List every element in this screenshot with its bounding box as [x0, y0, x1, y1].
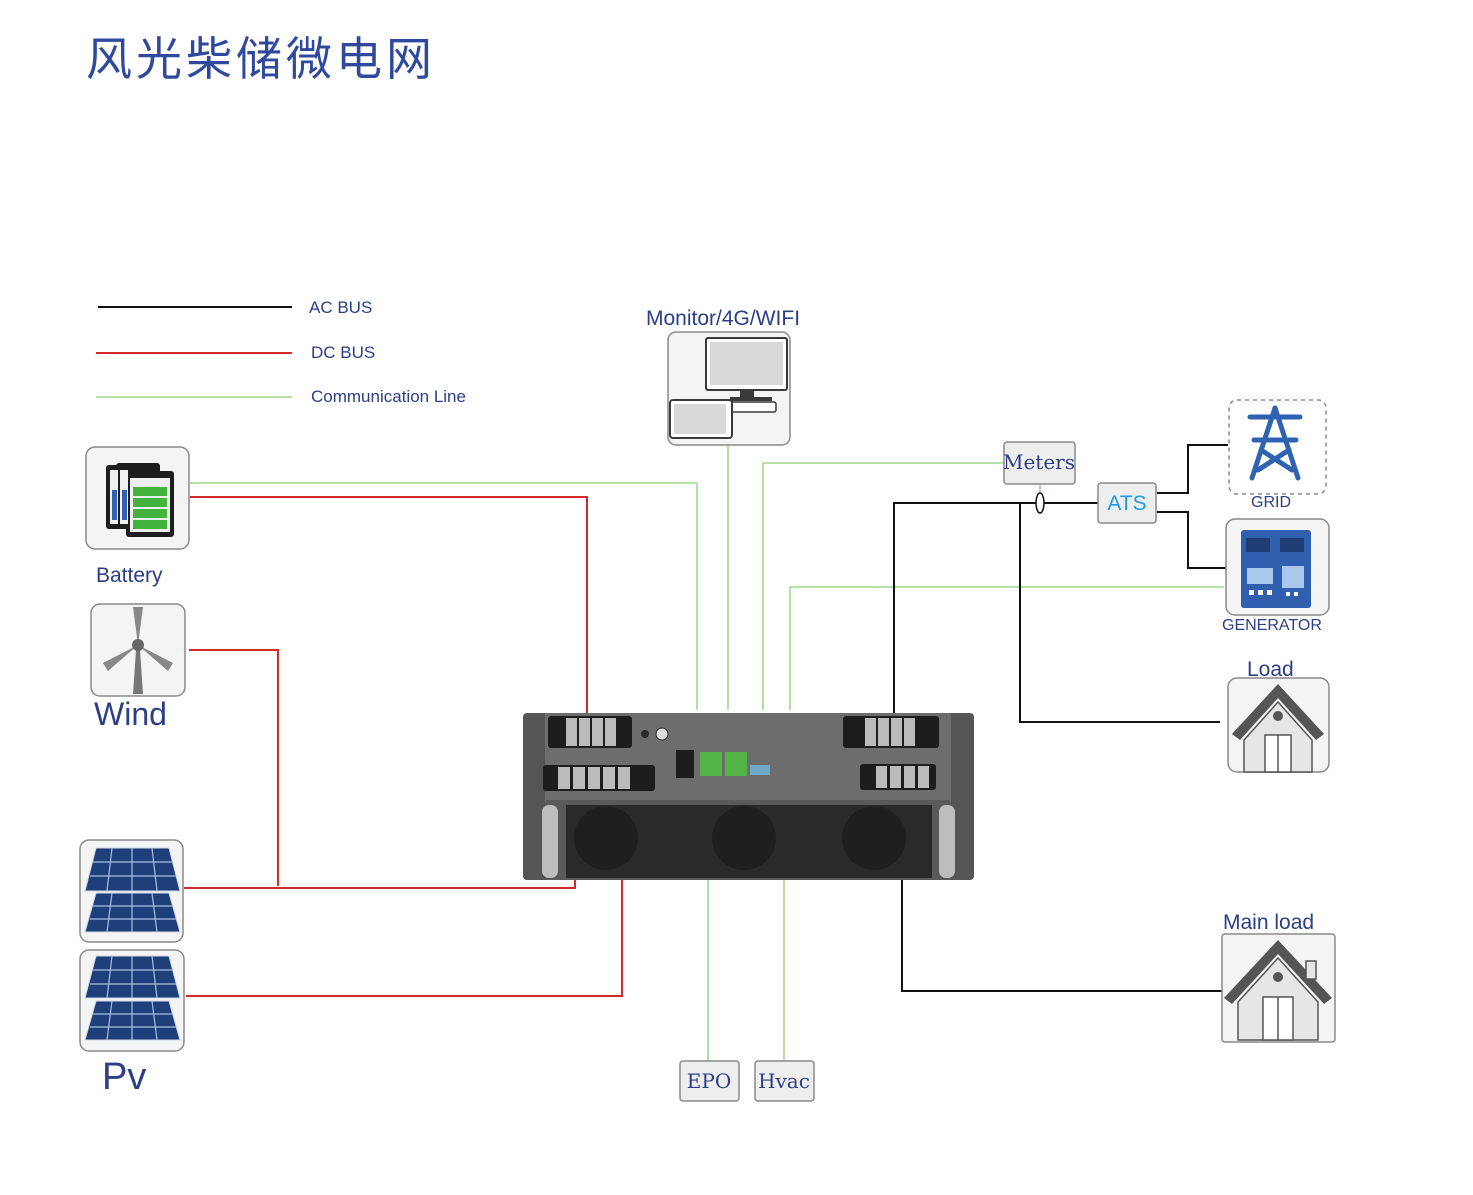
legend-comm-label: Communication Line: [311, 387, 466, 406]
ac-line-ats-generator: [1157, 511, 1226, 569]
grid-node: GRID: [1228, 399, 1327, 511]
dc-line-pv1: [184, 790, 576, 889]
hvac-node: Hvac: [754, 1060, 815, 1102]
ats-node: ATS: [1097, 482, 1157, 524]
monitor-icon: [669, 337, 788, 439]
wind-label: Wind: [94, 696, 167, 732]
solar-panel-icon: [84, 847, 181, 933]
house-icon: [1232, 684, 1324, 773]
comm-line-meters: [762, 462, 1004, 710]
wind-node: Wind: [90, 603, 186, 732]
main-load-node: Main load: [1221, 911, 1336, 1043]
transmission-tower-icon: [1247, 405, 1303, 481]
communication-lines: [190, 445, 1224, 1061]
load-node: Load: [1227, 658, 1330, 773]
comm-line-generator: [789, 586, 1224, 710]
generator-node: GENERATOR: [1222, 518, 1330, 634]
current-transformer-icon: [1035, 492, 1045, 514]
legend-dc-label: DC BUS: [311, 343, 375, 362]
ac-line-inverter-ats: [893, 502, 1098, 716]
battery-icon: [106, 463, 174, 537]
meters-label: Meters: [1003, 450, 1075, 474]
house-icon: [1224, 940, 1332, 1041]
page-title: 风光柴储微电网: [86, 32, 436, 86]
pv-label: Pv: [102, 1056, 146, 1098]
ac-line-load: [1019, 503, 1220, 723]
epo-node: EPO: [679, 1060, 740, 1102]
comm-line-battery: [190, 482, 698, 710]
wind-turbine-icon: [103, 607, 173, 694]
ats-box: [1097, 482, 1157, 524]
solar-panel-icon: [84, 955, 181, 1041]
load-label: Load: [1247, 658, 1294, 681]
dc-line-wind: [189, 649, 279, 886]
generator-label: GENERATOR: [1222, 617, 1322, 634]
legend: AC BUS DC BUS Communication Line: [96, 298, 466, 406]
epo-label: EPO: [687, 1069, 731, 1093]
grid-label: GRID: [1251, 494, 1291, 511]
epo-box: [679, 1060, 740, 1102]
main-load-label: Main load: [1223, 911, 1314, 934]
hvac-box: [754, 1060, 815, 1102]
battery-label: Battery: [96, 564, 163, 587]
battery-node: Battery: [85, 446, 190, 587]
meters-node: Meters: [1003, 441, 1076, 485]
pv-node: Pv: [79, 839, 185, 1098]
monitor-node: Monitor/4G/WIFI: [646, 307, 800, 446]
ac-line-ats-grid: [1157, 444, 1228, 494]
ats-label: ATS: [1107, 492, 1146, 515]
inverter-cabinet-icon: [523, 713, 974, 880]
meters-box: [1003, 441, 1076, 485]
dc-line-battery: [190, 496, 588, 718]
hvac-label: Hvac: [758, 1069, 810, 1093]
monitor-label: Monitor/4G/WIFI: [646, 307, 800, 330]
legend-ac-label: AC BUS: [309, 298, 372, 317]
generator-icon: [1241, 530, 1311, 608]
